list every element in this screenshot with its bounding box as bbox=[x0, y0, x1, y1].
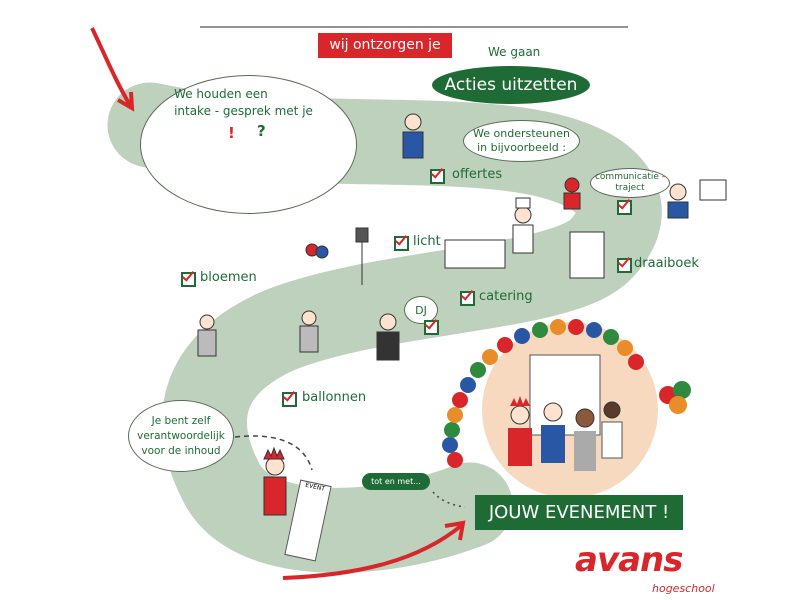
responsibility-line3: voor de inhoud bbox=[141, 444, 221, 457]
intake-line1: We houden een bbox=[174, 87, 268, 101]
label-catering: catering bbox=[479, 289, 533, 304]
avans-logo-sub: hogeschool bbox=[652, 582, 715, 595]
checkbox-catering bbox=[460, 291, 475, 306]
label-offertes: offertes bbox=[452, 167, 503, 182]
journey-path bbox=[107, 82, 662, 573]
banner: wij ontzorgen je bbox=[318, 33, 452, 58]
actions-intro: We gaan bbox=[488, 45, 541, 59]
label-bloemen: bloemen bbox=[200, 270, 257, 285]
scroll-title: EVENT bbox=[304, 481, 326, 493]
checkbox-communicatie bbox=[617, 200, 632, 215]
checkbox-dj bbox=[424, 320, 439, 335]
responsibility-line2: verantwoordelijk bbox=[137, 429, 225, 442]
label-licht: licht bbox=[413, 234, 441, 249]
responsibility-line1: Je bent zelf bbox=[151, 414, 211, 427]
communicatie-line1: communicatie - bbox=[594, 172, 666, 182]
party-people bbox=[508, 396, 623, 471]
communicatie-line2: traject bbox=[615, 183, 645, 193]
checkbox-licht bbox=[394, 236, 409, 251]
event-title: JOUW EVENEMENT ! bbox=[475, 495, 683, 530]
exclamation-icon: ! bbox=[228, 124, 235, 142]
responsibility-bubble: Je bent zelf verantwoordelijk voor de in… bbox=[128, 400, 234, 472]
bottom-arrow bbox=[282, 523, 464, 580]
dj-bubble: DJ bbox=[404, 296, 438, 324]
intake-bubble: We houden een intake - gesprek met je bbox=[140, 75, 357, 214]
checkbox-bloemen bbox=[181, 272, 196, 287]
checkbox-draaiboek bbox=[617, 258, 632, 273]
label-ballonnen: ballonnen bbox=[302, 390, 367, 405]
intake-line2: intake - gesprek met je bbox=[174, 104, 313, 118]
top-arrow bbox=[90, 27, 132, 107]
until-label: tot en met... bbox=[362, 473, 430, 490]
actions-title: Acties uitzetten bbox=[432, 66, 590, 104]
checkbox-ballonnen bbox=[282, 392, 297, 407]
support-line1: We ondersteunen bbox=[473, 127, 570, 140]
communicatie-bubble: communicatie -traject bbox=[590, 168, 670, 198]
support-line2: in bijvoorbeeld : bbox=[477, 141, 566, 154]
question-icon: ? bbox=[257, 122, 266, 140]
label-draaiboek: draaiboek bbox=[634, 256, 699, 271]
balloon-arch bbox=[442, 319, 691, 468]
path-figures bbox=[197, 113, 727, 516]
avans-logo: avans bbox=[575, 540, 683, 580]
checkbox-offertes bbox=[430, 169, 445, 184]
